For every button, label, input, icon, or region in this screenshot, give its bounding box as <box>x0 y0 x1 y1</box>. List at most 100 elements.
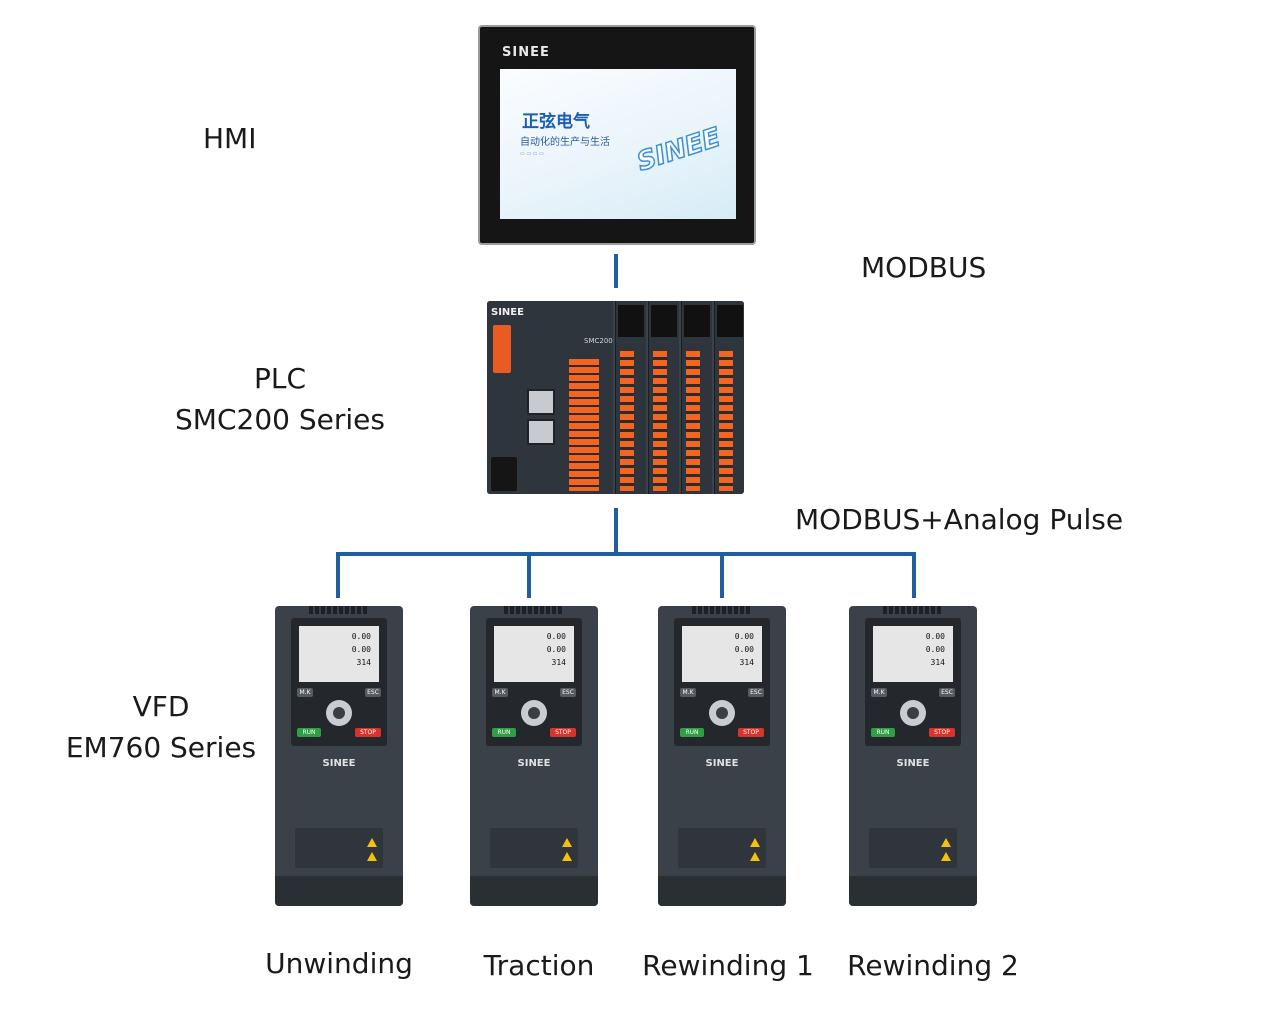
vfd-brand-logo: SINEE <box>322 758 356 769</box>
vfd-display-value: 314 <box>739 658 754 667</box>
vfd-nav-pad[interactable] <box>900 700 926 726</box>
vfd-vent <box>309 606 369 614</box>
vfd-lcd-display: 0.00 0.00 314 <box>682 626 762 682</box>
vfd-nav-pad[interactable] <box>709 700 735 726</box>
vfd-display-value: 0.00 <box>925 645 945 654</box>
vfd-warning-label <box>295 828 383 868</box>
hmi-screen-brand: SINEE <box>633 122 725 179</box>
vfd-lcd-display: 0.00 0.00 314 <box>494 626 574 682</box>
vfd-nav-pad[interactable] <box>326 700 352 726</box>
vfd-display-value: 314 <box>356 658 371 667</box>
warning-icon <box>562 838 572 847</box>
vfd-label: VFD EM760 Series <box>50 690 272 765</box>
vfd-esc-button[interactable]: ESC <box>748 688 764 697</box>
hmi-screen-footer: ▭ ▭ ▭ ▭ <box>520 151 544 157</box>
vfd-keypad-panel: 0.00 0.00 314 M.K ESC RUN STOP <box>486 618 582 746</box>
vfd-stop-button[interactable]: STOP <box>738 728 764 737</box>
vfd-esc-button[interactable]: ESC <box>365 688 381 697</box>
plc-series: SMC200 Series <box>175 403 385 436</box>
plc-power-connector <box>491 457 517 491</box>
vfd-mk-button[interactable]: M.K <box>297 688 313 697</box>
vfd-warning-label <box>678 828 766 868</box>
vfd-base <box>470 876 598 906</box>
drive-label-traction: Traction <box>483 949 595 982</box>
drive-label-unwinding: Unwinding <box>265 947 413 980</box>
vfd-title: VFD <box>132 690 190 723</box>
vfd-run-button[interactable]: RUN <box>680 728 704 737</box>
ethernet-port-2 <box>527 419 555 445</box>
vfd-mk-button[interactable]: M.K <box>680 688 696 697</box>
vfd-device: 0.00 0.00 314 M.K ESC RUN STOP SINEE <box>470 606 598 906</box>
vfd-esc-button[interactable]: ESC <box>939 688 955 697</box>
vfd-display-value: 314 <box>930 658 945 667</box>
plc-io-module-2 <box>648 301 679 494</box>
plc-io-module-4 <box>714 301 744 494</box>
vfd-mk-button[interactable]: M.K <box>871 688 887 697</box>
vfd-run-button[interactable]: RUN <box>871 728 895 737</box>
plc-io-terminals <box>569 359 599 491</box>
wire-drop-3 <box>720 552 724 598</box>
plc-device: SINEE SMC200 <box>487 301 744 494</box>
ethernet-port-1 <box>527 389 555 415</box>
plc-io-module-1 <box>615 301 646 494</box>
vfd-display-value: 0.00 <box>351 632 371 641</box>
vfd-stop-button[interactable]: STOP <box>550 728 576 737</box>
vfd-esc-button[interactable]: ESC <box>560 688 576 697</box>
vfd-display-value: 0.00 <box>351 645 371 654</box>
vfd-ok-button[interactable] <box>907 707 919 719</box>
vfd-nav-pad[interactable] <box>521 700 547 726</box>
vfd-device: 0.00 0.00 314 M.K ESC RUN STOP SINEE <box>658 606 786 906</box>
vfd-device: 0.00 0.00 314 M.K ESC RUN STOP SINEE <box>275 606 403 906</box>
plc-model-label: SMC200 <box>584 337 613 345</box>
vfd-base <box>275 876 403 906</box>
vfd-brand-logo: SINEE <box>517 758 551 769</box>
hmi-label: HMI <box>203 122 257 155</box>
vfd-keypad-panel: 0.00 0.00 314 M.K ESC RUN STOP <box>865 618 961 746</box>
vfd-ok-button[interactable] <box>716 707 728 719</box>
wire-hmi-plc <box>614 254 618 288</box>
warning-icon <box>941 838 951 847</box>
vfd-base <box>849 876 977 906</box>
vfd-warning-label <box>869 828 957 868</box>
vfd-mk-button[interactable]: M.K <box>492 688 508 697</box>
vfd-lcd-display: 0.00 0.00 314 <box>299 626 379 682</box>
warning-icon <box>367 852 377 861</box>
vfd-display-value: 0.00 <box>734 645 754 654</box>
vfd-vent <box>883 606 943 614</box>
vfd-display-value: 0.00 <box>925 632 945 641</box>
vfd-stop-button[interactable]: STOP <box>355 728 381 737</box>
vfd-ok-button[interactable] <box>528 707 540 719</box>
vfd-warning-label <box>490 828 578 868</box>
wire-bus <box>336 552 916 556</box>
wire-drop-1 <box>336 552 340 598</box>
vfd-vent <box>692 606 752 614</box>
plc-label: PLC SMC200 Series <box>160 362 400 437</box>
drive-label-rewinding-1: Rewinding 1 <box>642 949 814 982</box>
vfd-ok-button[interactable] <box>333 707 345 719</box>
wire-plc-bus <box>614 508 618 554</box>
plc-cpu-module: SINEE SMC200 <box>487 301 613 494</box>
vfd-device: 0.00 0.00 314 M.K ESC RUN STOP SINEE <box>849 606 977 906</box>
vfd-stop-button[interactable]: STOP <box>929 728 955 737</box>
vfd-vent <box>504 606 564 614</box>
vfd-run-button[interactable]: RUN <box>492 728 516 737</box>
warning-icon <box>367 838 377 847</box>
plc-io-module-3 <box>681 301 712 494</box>
drive-label-rewinding-2: Rewinding 2 <box>847 949 1019 982</box>
plc-terminal-block <box>493 325 511 373</box>
vfd-lcd-display: 0.00 0.00 314 <box>873 626 953 682</box>
warning-icon <box>941 852 951 861</box>
vfd-keypad-panel: 0.00 0.00 314 M.K ESC RUN STOP <box>291 618 387 746</box>
plc-title: PLC <box>253 362 307 395</box>
hmi-screen-title: 正弦电气 <box>522 112 590 132</box>
vfd-display-value: 0.00 <box>734 632 754 641</box>
vfd-run-button[interactable]: RUN <box>297 728 321 737</box>
hmi-screen-subtitle: 自动化的生产与生活 <box>520 137 610 148</box>
vfd-display-value: 314 <box>551 658 566 667</box>
vfd-display-value: 0.00 <box>546 632 566 641</box>
vfd-base <box>658 876 786 906</box>
vfd-display-value: 0.00 <box>546 645 566 654</box>
vfd-series: EM760 Series <box>65 731 257 764</box>
hmi-device: SINEE 正弦电气 自动化的生产与生活 ▭ ▭ ▭ ▭ SINEE <box>478 25 756 245</box>
hmi-brand-logo: SINEE <box>502 45 550 60</box>
